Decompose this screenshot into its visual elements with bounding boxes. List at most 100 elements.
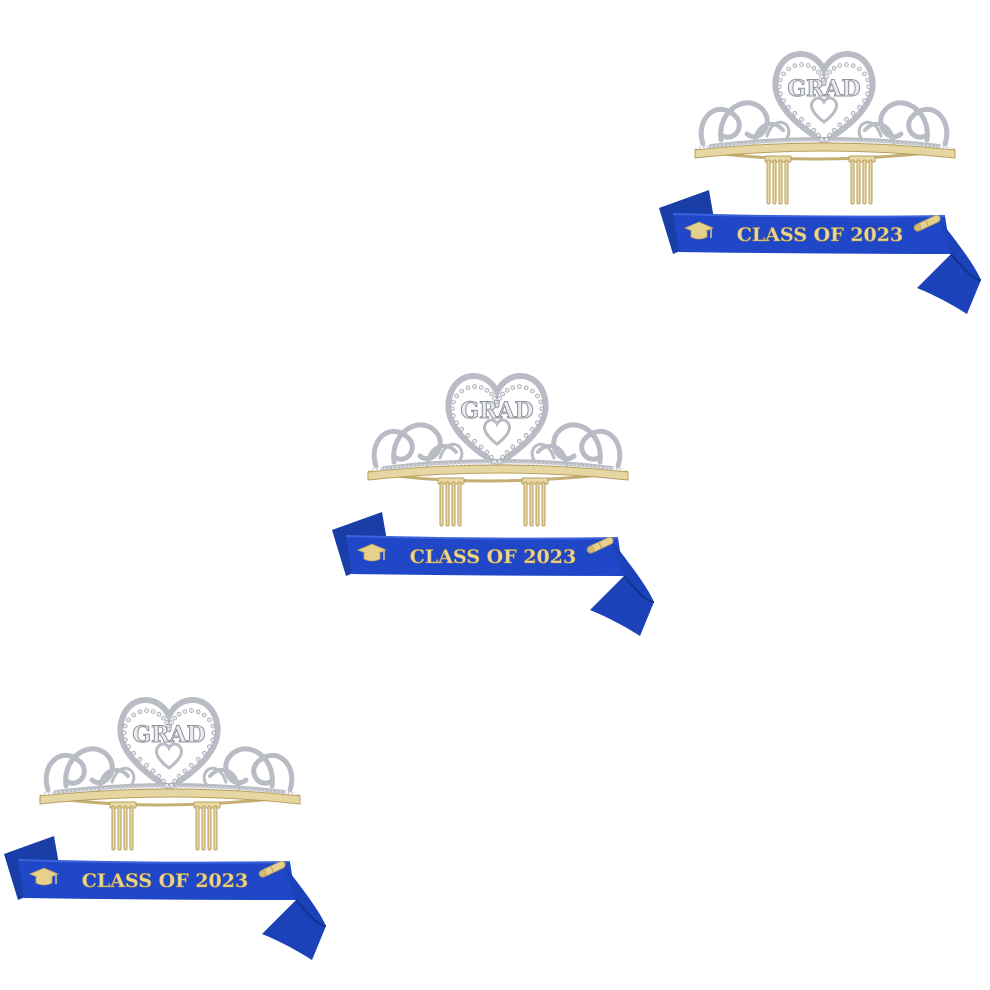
rhinestone: [805, 122, 811, 128]
rhinestone: [811, 65, 817, 71]
rhinestone: [465, 433, 471, 438]
graduation-cap-icon: [28, 867, 60, 886]
rhinestone: [530, 426, 535, 432]
rhinestone: [121, 730, 127, 736]
rhinestone: [831, 127, 837, 133]
rhinestone: [523, 385, 529, 391]
rhinestone: [195, 757, 201, 762]
rhinestone: [169, 720, 174, 725]
rhinestone: [857, 104, 862, 110]
rhinestone: [792, 63, 798, 69]
sash-class-of-2023-text: CLASS OF 2023: [737, 224, 903, 246]
tiara-comb-left: [109, 801, 137, 851]
rhinestone: [837, 63, 843, 68]
rhinestone: [827, 132, 832, 138]
rhinestone: [454, 393, 459, 399]
rhinestone: [538, 413, 543, 419]
rhinestone: [497, 396, 502, 401]
diploma-scroll-icon: [913, 214, 941, 232]
rhinestone: [535, 420, 540, 426]
rhinestone: [459, 388, 464, 394]
rhinestone: [144, 708, 149, 713]
tiara: GRAD: [367, 373, 629, 527]
rhinestone: [484, 387, 490, 393]
rhinestone: [161, 715, 166, 721]
rhinestone: [449, 406, 455, 412]
rhinestone: [144, 763, 149, 768]
sash-class-of-2023-text: CLASS OF 2023: [82, 870, 248, 892]
rhinestone: [844, 62, 849, 67]
rhinestone: [210, 723, 215, 729]
rhinestone: [161, 778, 166, 784]
graduation-cap-icon: [356, 543, 388, 562]
rhinestone: [517, 439, 522, 444]
tiara-grad-text: GRAD: [787, 76, 860, 102]
rhinestone: [538, 399, 543, 405]
tiara-band-gems: [371, 461, 625, 472]
sash-band: [18, 860, 296, 900]
rhinestone: [123, 723, 128, 729]
rhinestone: [517, 384, 522, 389]
rhinestone: [210, 737, 215, 743]
rhinestone: [131, 750, 136, 756]
rhinestone: [207, 717, 212, 723]
rhinestone: [454, 420, 459, 426]
tiara-frame: [698, 51, 950, 148]
rhinestone: [150, 709, 156, 714]
tiara-comb-right: [521, 477, 549, 527]
set-illustration: GRAD: [332, 373, 655, 636]
rhinestone: [472, 439, 477, 444]
rhinestone: [850, 63, 856, 69]
tiara-band: [367, 464, 629, 481]
rhinestone: [494, 402, 500, 408]
rhinestone: [530, 388, 535, 394]
rhinestone: [850, 111, 856, 116]
sash-class-of-2023-text: CLASS OF 2023: [410, 546, 576, 568]
rhinestone: [489, 391, 494, 397]
rhinestone: [786, 66, 791, 72]
tiara-rhinestones: [776, 62, 872, 148]
rhinestone: [478, 385, 484, 390]
rhinestone: [202, 750, 207, 756]
rhinestone: [123, 737, 128, 743]
rhinestone: [126, 717, 131, 723]
rhinestone: [778, 91, 783, 97]
rhinestone: [799, 62, 804, 67]
rhinestone: [182, 709, 188, 714]
tiara-grad-text: GRAD: [460, 398, 533, 424]
rhinestone: [189, 763, 194, 768]
rhinestone: [489, 454, 494, 460]
rhinestone: [500, 454, 505, 460]
rhinestone: [211, 730, 217, 736]
rhinestone: [126, 744, 131, 750]
set-illustration: GRAD: [659, 51, 982, 314]
tiara-band-gems: [698, 139, 952, 150]
tiara-comb-left: [437, 477, 465, 527]
rhinestone: [207, 744, 212, 750]
rhinestone: [150, 768, 156, 774]
tiara-comb-left: [764, 155, 792, 205]
sash: CLASS OF 2023: [659, 190, 982, 314]
rhinestone: [465, 385, 471, 391]
rhinestone: [195, 709, 201, 715]
rhinestone: [824, 74, 829, 79]
sash: CLASS OF 2023: [332, 512, 655, 636]
rhinestone: [827, 69, 832, 75]
rhinestone: [484, 449, 490, 455]
sash-right-tail: [590, 538, 654, 636]
rhinestone: [182, 768, 188, 774]
rhinestone: [799, 117, 804, 122]
rhinestone: [504, 449, 510, 455]
tiara-comb-right: [848, 155, 876, 205]
rhinestone: [189, 708, 194, 713]
rhinestone: [837, 122, 843, 128]
rhinestone: [492, 396, 497, 401]
product-set-1: GRAD: [655, 40, 985, 320]
diploma-scroll-icon: [586, 536, 614, 554]
rhinestone: [862, 71, 867, 77]
rhinestone: [781, 71, 786, 77]
set-illustration: GRAD: [4, 697, 327, 960]
tiara: GRAD: [39, 697, 301, 851]
product-set-3: GRAD: [0, 686, 330, 966]
diploma-scroll-icon: [258, 860, 286, 878]
